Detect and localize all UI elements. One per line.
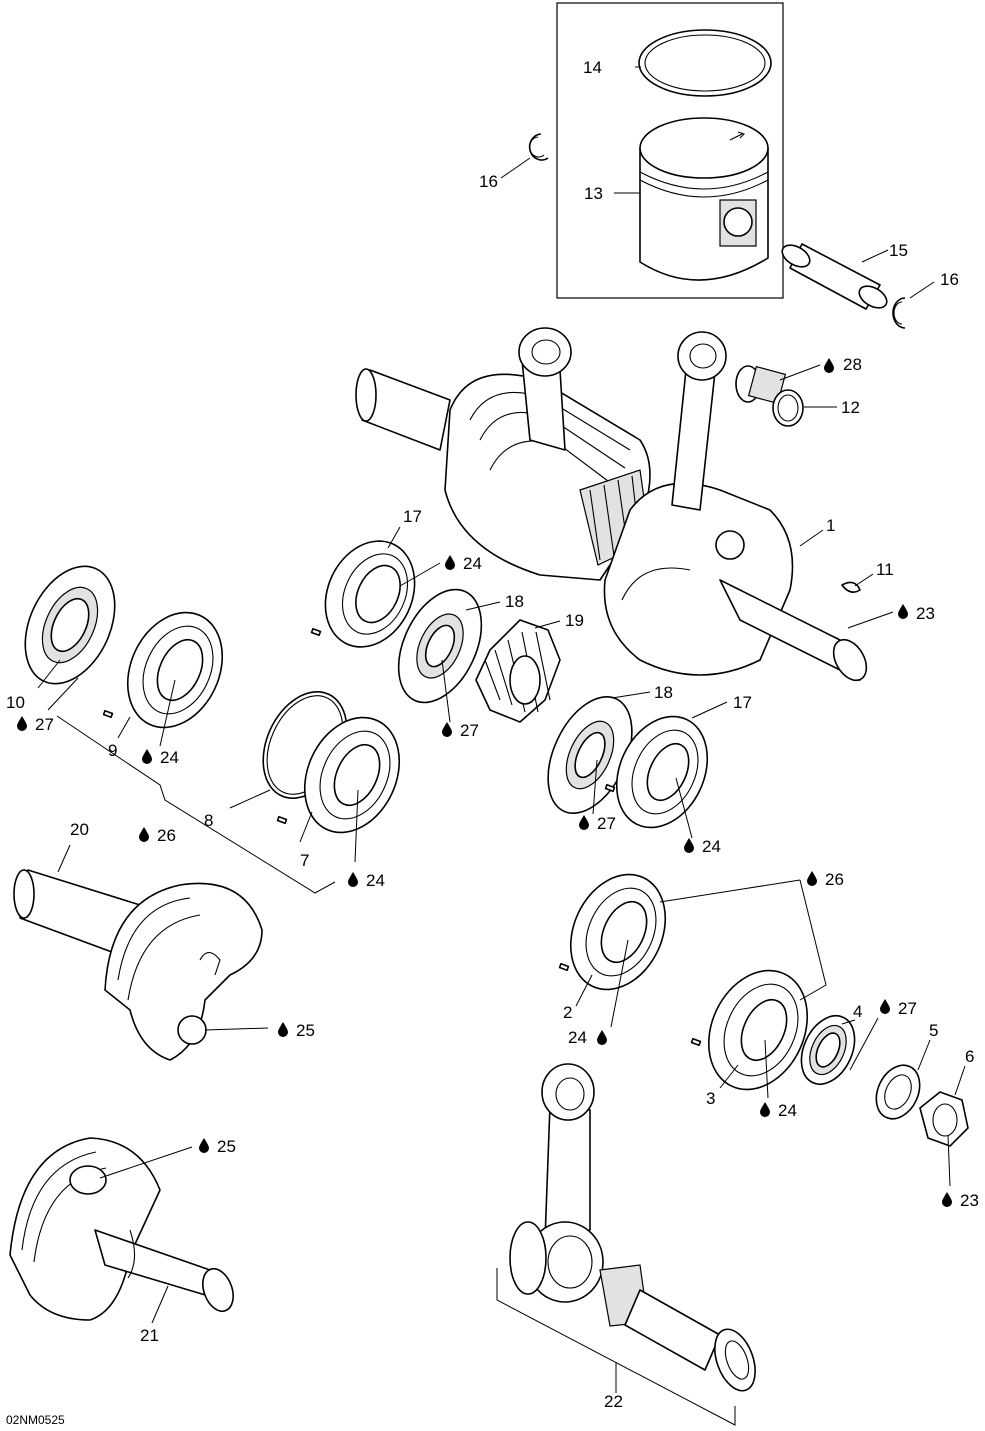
nut-6 xyxy=(919,1091,969,1147)
oil-seal-18-upper xyxy=(397,588,483,704)
washer-5 xyxy=(875,1064,921,1120)
callout-17: 17 xyxy=(733,693,752,712)
callout-27: 27 xyxy=(898,999,917,1018)
needle-bearing-small xyxy=(735,365,804,427)
leader-lines xyxy=(37,66,966,1324)
conrod-assembly-22 xyxy=(509,1063,756,1392)
callout-23: 23 xyxy=(960,1191,979,1210)
dowel-pins xyxy=(102,627,702,1047)
piston-pin xyxy=(781,243,888,310)
piston xyxy=(639,117,769,281)
callout-16: 16 xyxy=(940,270,959,289)
callout-24: 24 xyxy=(160,748,179,767)
callout-24: 24 xyxy=(778,1101,797,1120)
crankshaft-half-20 xyxy=(13,869,263,1061)
callout-11: 11 xyxy=(876,560,894,579)
piston-ring xyxy=(638,29,772,97)
woodruff-key xyxy=(841,581,861,593)
ball-bearing-17-lower xyxy=(615,715,709,829)
callout-24: 24 xyxy=(463,554,482,573)
callout-13: 13 xyxy=(584,184,603,203)
callout-18: 18 xyxy=(654,683,673,702)
callout-25: 25 xyxy=(296,1021,315,1040)
ball-bearing-9 xyxy=(126,611,224,729)
callout-6: 6 xyxy=(965,1047,974,1066)
callout-12: 12 xyxy=(841,398,860,417)
callout-27: 27 xyxy=(35,715,54,734)
callout-24: 24 xyxy=(366,871,385,890)
circlip-upper xyxy=(528,133,549,161)
callout-16: 16 xyxy=(479,172,498,191)
crankshaft-assembly xyxy=(355,327,868,682)
callout-18: 18 xyxy=(505,592,524,611)
callout-25: 25 xyxy=(217,1137,236,1156)
piston-box-frame xyxy=(556,2,784,299)
piston-group xyxy=(528,2,784,299)
callout-labels: 14 13 16 15 16 28 12 1 11 23 17 24 18 19… xyxy=(6,58,979,1427)
circlip-lower xyxy=(892,297,906,329)
roller-bearing-7 xyxy=(303,716,401,834)
helical-gear-19 xyxy=(475,619,561,723)
callout-17: 17 xyxy=(403,507,422,526)
oil-seal-18-lower xyxy=(547,695,633,815)
ball-bearing-17-upper xyxy=(324,540,416,648)
callout-24: 24 xyxy=(702,837,721,856)
callout-8: 8 xyxy=(204,811,213,830)
callout-21: 21 xyxy=(140,1326,159,1345)
oil-seal-10 xyxy=(24,565,116,685)
callout-4: 4 xyxy=(853,1002,862,1021)
callout-26: 26 xyxy=(157,826,176,845)
callout-3: 3 xyxy=(706,1089,715,1108)
callout-20: 20 xyxy=(70,820,89,839)
callout-19: 19 xyxy=(565,611,584,630)
callout-22: 22 xyxy=(604,1392,623,1411)
callout-27: 27 xyxy=(597,814,616,833)
callout-14: 14 xyxy=(583,58,602,77)
callout-2: 2 xyxy=(563,1003,572,1022)
callout-27: 27 xyxy=(460,721,479,740)
crankshaft-half-21 xyxy=(9,1137,234,1321)
ball-bearing-3 xyxy=(707,969,809,1091)
callout-10: 10 xyxy=(6,693,25,712)
callout-23: 23 xyxy=(916,604,935,623)
callout-9: 9 xyxy=(108,741,117,760)
callout-26: 26 xyxy=(825,870,844,889)
callout-5: 5 xyxy=(929,1021,938,1040)
callout-7: 7 xyxy=(300,851,309,870)
ball-bearing-2 xyxy=(569,873,667,991)
oil-seal-4 xyxy=(800,1015,856,1085)
callout-1: 1 xyxy=(826,516,835,535)
callout-24: 24 xyxy=(568,1028,587,1047)
drawing-code: 02NM0525 xyxy=(6,1413,65,1427)
callout-28: 28 xyxy=(843,355,862,374)
callout-15: 15 xyxy=(889,241,908,260)
